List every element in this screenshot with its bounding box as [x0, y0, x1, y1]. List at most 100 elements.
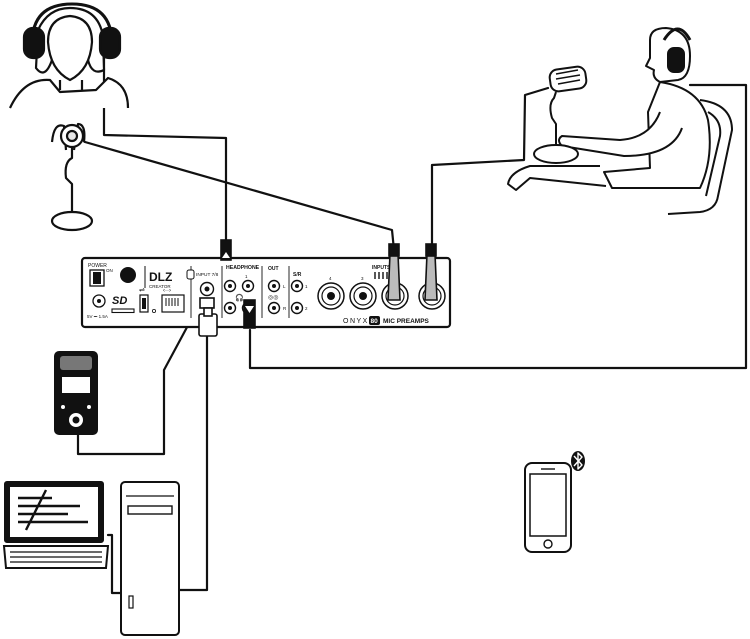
usb-icon: ⇌ [139, 287, 145, 294]
man-mic-body [548, 65, 588, 93]
man-headphones-band [662, 27, 692, 41]
woman-earcup-left [22, 26, 46, 60]
sd-card-slot[interactable] [111, 308, 135, 314]
man-hands [507, 165, 607, 191]
headphone-out-3-center [228, 306, 232, 310]
bluetooth-icon [571, 451, 585, 471]
smartphone-icon [524, 462, 572, 553]
hp-number-1: 1 [245, 274, 248, 279]
man-guest [507, 27, 733, 215]
out-left-jack-center [272, 284, 276, 288]
out-right-label: R [283, 306, 287, 311]
sr-number-2: 2 [305, 306, 308, 311]
cable-woman-mic [76, 138, 396, 252]
sr-number-1: 1 [305, 284, 308, 289]
recorder-button-1[interactable] [61, 405, 65, 409]
status-led [151, 308, 156, 313]
ethernet-port[interactable] [161, 294, 185, 313]
woman-shoulders [9, 76, 130, 109]
power-jack-center [97, 299, 101, 303]
preamp-badge [369, 316, 380, 325]
man-arm [558, 111, 683, 157]
out-right-jack-center [272, 306, 276, 310]
plug-usb [198, 313, 218, 337]
headphones-glyph-icon: 🎧 [235, 293, 244, 302]
inputs-bar-icon [374, 272, 388, 279]
laptop-text-lines [18, 489, 88, 531]
out-label: OUT [268, 266, 279, 272]
recorder-button-2[interactable] [87, 405, 91, 409]
man-mic-stand [549, 91, 557, 148]
plug-xlr-1-cap [425, 243, 437, 257]
woman-host [9, 2, 130, 232]
tower-drive-bay [127, 505, 173, 515]
laptop-keyboard [10, 551, 102, 563]
phone-screen [529, 473, 567, 537]
plug-xlr-2 [387, 253, 401, 301]
woman-mic-grille [65, 129, 79, 143]
man-earcup [667, 47, 685, 73]
input-4-trs [327, 292, 335, 300]
input-78-label: INPUT 7/8 [196, 272, 219, 278]
woman-earcup-right [98, 26, 122, 60]
cable-computer [173, 334, 209, 592]
preamp-brand: ONYX [343, 318, 369, 325]
tower-power-button[interactable] [128, 595, 134, 609]
cables [76, 53, 748, 595]
plugs [198, 239, 438, 337]
power-label: POWER [88, 263, 107, 269]
power-switch-rocker [93, 272, 101, 284]
woman-face [46, 14, 94, 82]
phone-home-button[interactable] [543, 539, 553, 549]
desktop-tower-icon [120, 481, 180, 636]
preamp-count: 80 [371, 318, 379, 325]
man-mic-grille [555, 69, 581, 85]
sr-jack-1-center [295, 284, 299, 288]
cable-man-headphones [248, 83, 748, 370]
out-glyph-icon: ◎◎ [268, 295, 278, 301]
recorder-screen [60, 375, 92, 395]
plug-usb-tip [203, 307, 213, 317]
inputs-label: INPUTS [372, 265, 391, 271]
brand-logo-icon [120, 267, 136, 283]
man-mic-base [533, 144, 579, 164]
input-78-icon [186, 269, 195, 280]
laptop-display [8, 485, 100, 539]
bluetooth-rune [573, 452, 583, 470]
headphone-out-1-center [228, 284, 232, 288]
plug-xlr-1 [424, 253, 438, 301]
out-left-label: L [283, 284, 286, 289]
man-chair-inner [705, 111, 722, 197]
input-3-trs [359, 292, 367, 300]
ch-number-1: 4 [329, 276, 332, 281]
cable-recorder [76, 288, 209, 456]
usb-port-inner [142, 298, 146, 309]
tower-body [120, 481, 180, 636]
cable-man-mic [430, 86, 550, 252]
ethernet-pins [165, 298, 179, 306]
sd-logo: SD [112, 295, 127, 307]
recorder-dial-center [72, 416, 80, 424]
plug-headphone-2-arrow [245, 306, 254, 313]
plug-input-78 [199, 297, 215, 309]
model-name: CREATOR [149, 284, 171, 289]
sr-label: S/R [293, 272, 302, 278]
plug-headphone-1 [220, 239, 232, 261]
headphones-icon [30, 2, 114, 45]
plug-headphone-1-arrow [222, 252, 230, 258]
portable-recorder-icon [54, 351, 98, 435]
woman-mic-stand [64, 148, 74, 212]
ch-number-2: 3 [361, 276, 364, 281]
headphone-label: HEADPHONE [226, 265, 260, 271]
preamp-label: MIC PREAMPS [383, 318, 430, 325]
woman-mic-base [50, 210, 94, 232]
input-78-jack-center [204, 286, 210, 292]
plug-xlr-2-cap [388, 243, 400, 257]
woman-neck [58, 80, 84, 90]
plug-headphone-2 [243, 299, 256, 329]
brand-name: DLZ [149, 270, 172, 284]
laptop-icon [2, 481, 110, 569]
cable-woman-headphones [102, 53, 228, 244]
recorder-grille [60, 356, 92, 370]
